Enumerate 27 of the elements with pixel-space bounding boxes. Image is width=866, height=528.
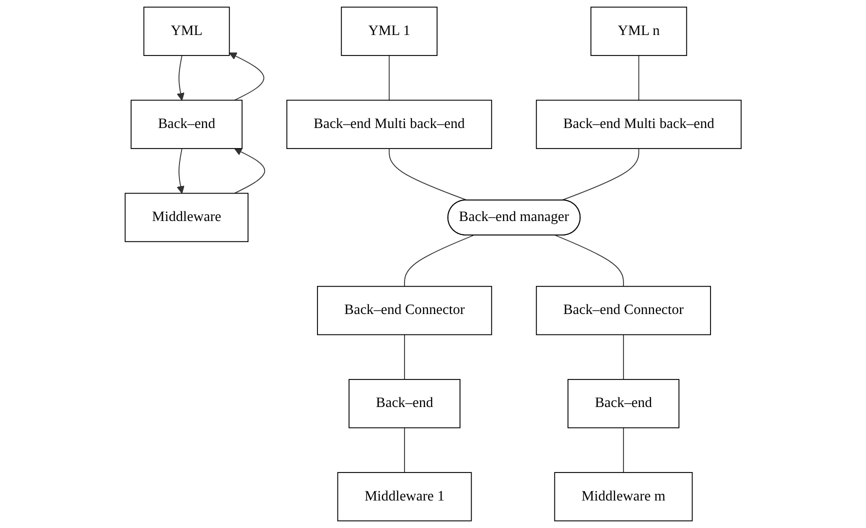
node-box: Back–end (130, 100, 242, 149)
node-box: YML n (590, 6, 687, 56)
node-box: Back–end (567, 379, 680, 428)
node-box: Middleware 1 (337, 472, 472, 522)
node-box: Back–end Connector (536, 286, 711, 336)
arrow (176, 148, 184, 194)
node-box: Back–end Multi back–end (536, 100, 742, 149)
connector (622, 427, 624, 473)
node-box: Back–end (348, 379, 460, 428)
connector (388, 55, 390, 101)
node-box: Middleware (124, 192, 248, 242)
connector (388, 148, 468, 201)
connector (622, 334, 624, 380)
connector (638, 55, 640, 101)
connector (404, 234, 474, 287)
node-box: Middleware m (554, 472, 693, 522)
arrow (176, 55, 184, 101)
arrow (228, 52, 264, 101)
node-box: Back–end Connector (316, 286, 492, 336)
connector (404, 427, 405, 473)
node-box: Back–end Multi back–end (286, 100, 492, 149)
node-box: YML 1 (340, 6, 438, 56)
node-box: YML (143, 6, 230, 56)
connector (560, 148, 640, 201)
arrow (234, 148, 265, 194)
connector (404, 334, 405, 380)
connector (554, 234, 624, 287)
